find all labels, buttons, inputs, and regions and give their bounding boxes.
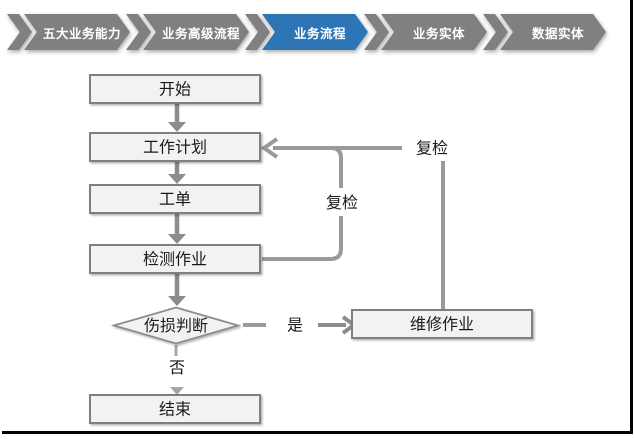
nav-step-data-entity[interactable]: 数据实体 bbox=[500, 14, 606, 50]
recheck-repair-label: 复检 bbox=[416, 140, 448, 158]
recheck-loop-label: 复检 bbox=[326, 194, 358, 212]
chevron-separator-icon bbox=[126, 14, 151, 50]
node-work-plan-label: 工作计划 bbox=[143, 139, 207, 157]
node-work-order-box bbox=[89, 184, 261, 214]
node-inspection-job-label: 检测作业 bbox=[143, 251, 207, 269]
node-work-order: 工单 bbox=[89, 184, 261, 214]
edge-labels: 复检 复检 是 否 bbox=[169, 134, 459, 377]
node-damage-judgment: 伤损判断 bbox=[110, 306, 242, 345]
node-repair-job-label: 维修作业 bbox=[410, 316, 474, 334]
arrowhead-left-icon bbox=[260, 137, 279, 159]
no-branch bbox=[170, 345, 184, 395]
node-work-order-label: 工单 bbox=[159, 191, 191, 209]
node-start-label: 开始 bbox=[159, 81, 191, 99]
node-repair-job-box bbox=[351, 309, 533, 339]
nav-step-high-level-process[interactable]: 业务高级流程 bbox=[143, 14, 249, 50]
nav-step-business-process-active[interactable]: 业务流程 bbox=[262, 14, 368, 50]
node-end: 结束 bbox=[89, 394, 261, 424]
nav-step-label: 业务实体 bbox=[412, 26, 465, 41]
nav-step-label: 业务高级流程 bbox=[161, 26, 240, 41]
node-damage-judgment-diamond bbox=[110, 306, 242, 345]
chevron-lead-icon bbox=[7, 14, 32, 50]
recheck-loop-connectors bbox=[260, 137, 445, 310]
down-arrows bbox=[168, 104, 186, 306]
arrowhead-down-icon bbox=[168, 296, 186, 306]
process-step-nav: 五大业务能力 业务高级流程 业务流程 业务实体 数据实体 bbox=[0, 0, 634, 60]
yes-label: 是 bbox=[287, 318, 303, 335]
chevron-separator-icon bbox=[245, 14, 270, 50]
node-repair-job: 维修作业 bbox=[351, 309, 533, 339]
recheck-loop-label-bg bbox=[317, 188, 367, 216]
node-inspection-job-box bbox=[89, 244, 261, 274]
page-bottom-border bbox=[2, 431, 633, 434]
node-damage-judgment-label: 伤损判断 bbox=[144, 317, 208, 335]
arrowhead-down-icon bbox=[168, 174, 186, 184]
node-inspection-job: 检测作业 bbox=[89, 244, 261, 274]
no-label: 否 bbox=[169, 360, 185, 377]
nav-step-business-entity[interactable]: 业务实体 bbox=[381, 14, 487, 50]
node-work-plan-box bbox=[89, 132, 261, 162]
chevron-separator-icon bbox=[364, 14, 389, 50]
node-start: 开始 bbox=[89, 74, 261, 104]
node-start-box bbox=[89, 74, 261, 104]
nav-step-label: 五大业务能力 bbox=[42, 26, 121, 41]
arrowhead-down-icon bbox=[168, 122, 186, 132]
node-end-box bbox=[89, 394, 261, 424]
node-work-plan: 工作计划 bbox=[89, 132, 261, 162]
page-right-border bbox=[630, 0, 633, 434]
arrowhead-down-small-icon bbox=[170, 387, 184, 395]
node-end-label: 结束 bbox=[159, 401, 191, 419]
nav-step-five-capabilities[interactable]: 五大业务能力 bbox=[24, 14, 130, 50]
recheck-repair-label-bg bbox=[405, 134, 459, 160]
nav-step-label: 业务流程 bbox=[293, 26, 346, 41]
chevron-separator-icon bbox=[483, 14, 508, 50]
arrowhead-down-icon bbox=[168, 234, 186, 244]
nav-step-label: 数据实体 bbox=[531, 26, 584, 41]
